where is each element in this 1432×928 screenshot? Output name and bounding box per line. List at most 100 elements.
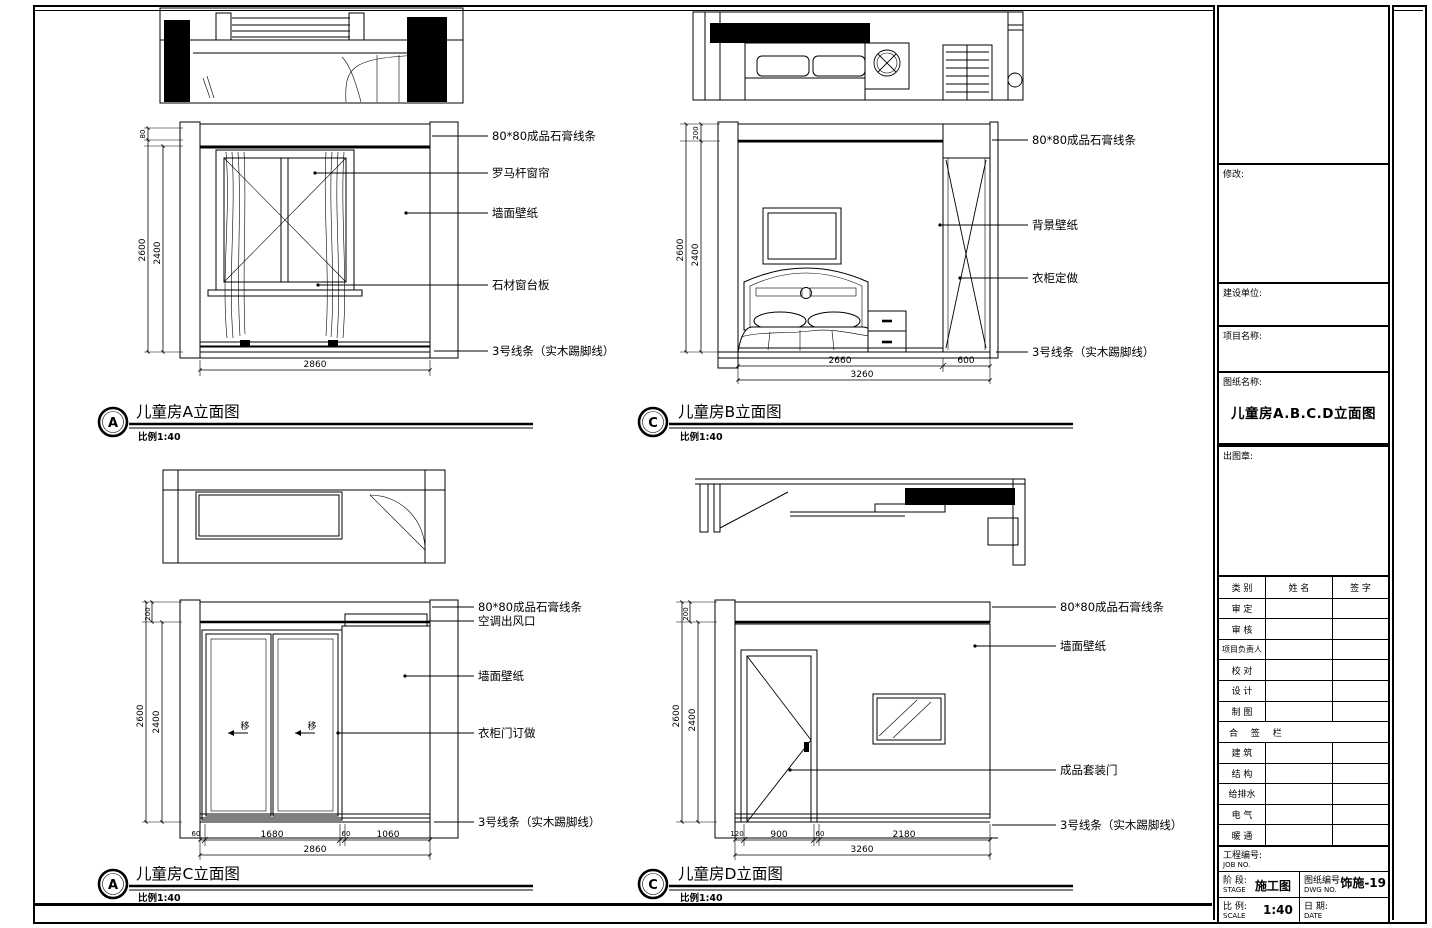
drawing-area-bottom-line (35, 903, 1212, 906)
dim-c-left: 2600 (136, 704, 146, 727)
annotations-d: 80*80成品石膏线条 墙面壁纸 成品套装门 3号线条（实木踢脚线） (788, 600, 1182, 832)
annotations-b: 80*80成品石膏线条 背景壁纸 衣柜定做 3号线条（实木踢脚线） (938, 133, 1154, 359)
stage-label: 阶 段: (1223, 876, 1247, 886)
table-cell (1265, 762, 1332, 784)
annotation: 3号线条（实木踢脚线） (1060, 818, 1182, 832)
dim-c-b1: 60 (192, 830, 201, 838)
revision-label: 修改: (1223, 170, 1245, 180)
scale-value: 1:40 (1263, 903, 1293, 917)
row-label: 给排水 (1219, 783, 1265, 804)
ac-vent (344, 613, 428, 627)
signature-table: 类 别 姓 名 签 字 审 定 审 核 项目负责人 校 对 设 计 制 图 合 … (1217, 575, 1390, 847)
elevation-b-drawing (717, 121, 999, 369)
dim-d-b2: 900 (770, 830, 787, 840)
view-label-a: A 儿童房A立面图 比例1:40 (97, 402, 533, 443)
annotations-c: 80*80成品石膏线条 空调出风口 墙面壁纸 衣柜门订做 3号线条（实木踢脚线） (336, 600, 600, 829)
job-no-label: 工程编号: (1223, 851, 1263, 861)
wardrobe-doors-c: 移 移 (201, 629, 343, 821)
sheet-border (33, 5, 1427, 924)
view-bubble: A (108, 878, 118, 893)
stage-en: STAGE (1223, 886, 1246, 894)
dim-d-b3: 60 (816, 830, 825, 838)
job-no-row: 工程编号: JOB NO. (1219, 847, 1388, 871)
window-a (207, 149, 363, 297)
dim-c-b2: 1680 (261, 830, 284, 840)
sheet-name: 儿童房A.B.C.D立面图 (1231, 406, 1376, 422)
title-block-bottom: 工程编号: JOB NO. 阶 段: STAGE 施工图 图纸编号: DWG N… (1217, 845, 1390, 924)
date-en: DATE (1304, 912, 1323, 920)
view-scale: 比例1:40 (680, 892, 723, 904)
dim-d-left-inner: 2400 (688, 708, 698, 731)
table-cell (1332, 659, 1388, 681)
table-cell (1332, 618, 1388, 639)
joint-sign-row: 合 签 栏 (1219, 721, 1388, 742)
table-cell (1265, 803, 1332, 825)
plan-strip-c (162, 469, 446, 564)
dim-b-top: 200 (692, 126, 700, 139)
scale-cell: 比 例: SCALE 1:40 (1219, 898, 1300, 922)
dims-a: 80 2600 2400 2860 (138, 126, 432, 376)
table-cell (1265, 618, 1332, 639)
project-label: 项目名称: (1223, 332, 1263, 342)
dwg-no-cell: 图纸编号: DWG NO. 饰施-19 (1300, 872, 1388, 897)
slide-mark: 移 (307, 720, 316, 732)
view-title: 儿童房D立面图 (678, 864, 783, 883)
row-label: 制 图 (1219, 700, 1265, 722)
stage-dwg-row: 阶 段: STAGE 施工图 图纸编号: DWG NO. 饰施-19 (1219, 871, 1388, 897)
annotation: 衣柜门订做 (478, 726, 536, 740)
table-cell (1265, 783, 1332, 804)
col-header: 签 字 (1332, 577, 1388, 598)
view-bubble: C (648, 416, 658, 431)
dim-d-top: 200 (682, 607, 690, 620)
curtains-a (224, 151, 345, 346)
bed-b (737, 267, 879, 353)
annotation: 空调出风口 (478, 614, 536, 628)
annotation: 墙面壁纸 (478, 669, 524, 683)
table-cell (1332, 638, 1388, 660)
plan-strip-d (695, 478, 1026, 566)
dim-b-left-inner: 2400 (691, 243, 701, 266)
dim-c-total: 2860 (304, 845, 327, 855)
stamp-label: 出图章: (1223, 452, 1254, 462)
dim-a-left-inner: 2400 (153, 241, 163, 264)
job-no-en: JOB NO. (1223, 861, 1251, 869)
table-cell (1265, 824, 1332, 845)
stage-cell: 阶 段: STAGE 施工图 (1219, 872, 1300, 897)
row-label: 校 对 (1219, 659, 1265, 680)
row-label: 审 定 (1219, 597, 1265, 619)
stamp-box: 出图章: (1217, 445, 1390, 577)
view-scale: 比例1:40 (138, 431, 181, 443)
plan-strip-a (159, 7, 464, 104)
view-title: 儿童房B立面图 (678, 402, 782, 421)
view-scale: 比例1:40 (138, 892, 181, 904)
row-label: 项目负责人 (1219, 638, 1265, 660)
scale-en: SCALE (1223, 912, 1246, 920)
col-header: 姓 名 (1265, 577, 1332, 598)
table-cell (1332, 762, 1388, 784)
table-cell (1265, 659, 1332, 681)
dwg-no-value: 饰施-19 (1340, 876, 1386, 890)
view-title: 儿童房A立面图 (136, 402, 240, 421)
dim-b-b1: 2660 (829, 356, 852, 366)
table-cell (1265, 638, 1332, 660)
annotation: 成品套装门 (1060, 763, 1118, 777)
dim-c-b4: 1060 (377, 830, 400, 840)
dim-b-total: 3260 (851, 370, 874, 380)
elevation-a-view: 80 2600 2400 2860 80*80成品石膏线条 罗马杆窗帘 墙面壁纸… (97, 7, 614, 443)
dwg-no-en: DWG NO. (1304, 886, 1337, 894)
table-cell (1332, 597, 1388, 619)
annotation: 3号线条（实木踢脚线） (492, 344, 614, 358)
dim-d-total: 3260 (851, 845, 874, 855)
revision-box: 修改: (1217, 163, 1390, 284)
row-label: 电 气 (1219, 803, 1265, 825)
view-bubble: A (108, 416, 118, 431)
title-block: 修改: 建设单位: 项目名称: 图纸名称: 儿童房A.B.C.D立面图 出图章:… (1213, 5, 1394, 924)
slide-mark: 移 (240, 720, 249, 732)
table-cell (1332, 783, 1388, 804)
dim-d-b1: 120 (730, 830, 743, 838)
dim-d-left: 2600 (672, 704, 682, 727)
annotation: 80*80成品石膏线条 (492, 129, 597, 143)
dwg-no-label: 图纸编号: (1304, 876, 1344, 886)
elevation-d-view: 200 2600 2400 120 900 60 2180 3260 80*80… (637, 478, 1182, 904)
